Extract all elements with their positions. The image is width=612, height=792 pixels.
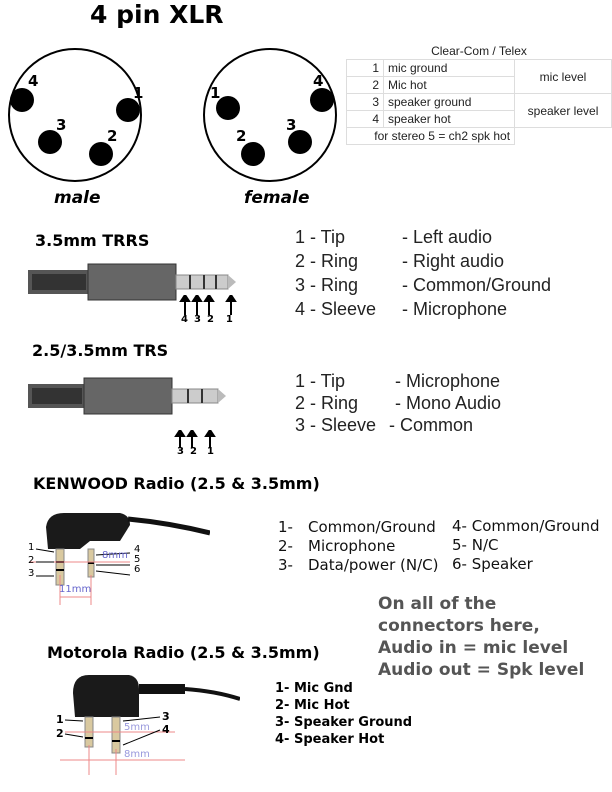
male-pin-label: 1 (133, 84, 144, 102)
trrs-arrows (179, 295, 237, 315)
pin-item: 5- N/C (452, 536, 499, 554)
male-caption: male (54, 188, 101, 208)
pin-item: 3 - Sleeve (295, 415, 377, 435)
pin-item: 2 - Ring (295, 251, 359, 271)
male-pin-label: 3 (56, 116, 67, 134)
trs-arrows (174, 430, 216, 448)
pin-function: - Right audio (402, 251, 505, 271)
table-footer: for stereo 5 = ch2 spk hot (345, 127, 516, 145)
level-group: mic level (514, 59, 612, 94)
pin-description: mic ground (382, 59, 516, 77)
female-pin-1 (216, 96, 240, 120)
motorola-title: Motorola Radio (2.5 & 3.5mm) (47, 643, 320, 662)
pin-description: speaker hot (382, 110, 516, 128)
female-pin-2 (241, 142, 265, 166)
motorola-dim-large: 8mm (124, 749, 150, 760)
motorola-dim-small: 5mm (124, 722, 150, 733)
level-group: speaker level (514, 93, 612, 128)
pin-number: 1 (346, 59, 384, 77)
pin-item: 4- Speaker Hot (275, 732, 385, 747)
pin-item: 2-Microphone (278, 537, 396, 555)
pin-function: - Mono Audio (395, 393, 502, 413)
male-pin-1 (116, 98, 140, 122)
male-pin-2 (89, 142, 113, 166)
female-pin-4 (310, 88, 334, 112)
female-pin-label: 3 (286, 116, 297, 134)
female-pin-3 (288, 130, 312, 154)
pin-function: - Left audio (402, 227, 493, 247)
pin-item: 6- Speaker (452, 555, 533, 573)
trrs-pin-list: 1 - Tip 2 - Ring 3 - Ring 4 - Sleeve (295, 225, 376, 321)
pin-description: Mic hot (382, 76, 516, 94)
trs-title: 2.5/3.5mm TRS (32, 341, 169, 360)
xlr-connectors-drawing (8, 48, 337, 182)
pin-function: - Common (389, 415, 474, 435)
pin-item: 2 - Ring (295, 393, 359, 413)
pin-item: 1 - Tip (295, 371, 346, 391)
pin-item: 4 - Sleeve (295, 299, 377, 319)
pin-item: 3-Data/power (N/C) (278, 556, 439, 574)
pin-item: 1- Mic Gnd (275, 681, 353, 696)
pin-number: 4 (346, 110, 384, 128)
pin-item: 4- Common/Ground (452, 517, 600, 535)
pin-description: speaker ground (382, 93, 516, 111)
pin-number: 2 (346, 76, 384, 94)
pin-function: - Microphone (395, 371, 501, 391)
table-header: Clear-Com / Telex (346, 43, 612, 60)
male-pin-3 (38, 130, 62, 154)
trrs-title: 3.5mm TRRS (35, 231, 150, 250)
male-pin-4 (10, 88, 34, 112)
female-pin-label: 1 (210, 84, 221, 102)
trs-jack-drawing (28, 377, 226, 415)
pin-item: 2- Mic Hot (275, 698, 350, 713)
kenwood-plug-drawing (30, 513, 210, 605)
page-title: 4 pin XLR (90, 0, 224, 29)
female-pin-label: 2 (236, 127, 247, 145)
motorola-plug-drawing (60, 675, 240, 775)
trrs-jack-drawing (28, 263, 236, 301)
kenwood-dim-small: 8mm (102, 550, 128, 561)
trs-function-list: - Microphone- Mono Audio- Common (389, 370, 502, 436)
pin-function: - Common/Ground (402, 275, 552, 295)
kenwood-dim-large: 11mm (59, 584, 92, 595)
pin-item: 1 - Tip (295, 227, 346, 247)
motorola-pin-list: 1- Mic Gnd 2- Mic Hot 3- Speaker Ground 4- … (275, 680, 412, 748)
kenwood-title: KENWOOD Radio (2.5 & 3.5mm) (33, 474, 320, 493)
female-caption: female (244, 188, 310, 208)
pin-item: 1-Common/Ground (278, 518, 436, 536)
pin-item: 3- Speaker Ground (275, 715, 413, 730)
pin-number: 3 (346, 93, 384, 111)
kenwood-pin-list-1: 1-Common/Ground 2-Microphone 3-Data/powe… (278, 518, 438, 575)
pin-function: - Microphone (402, 299, 508, 319)
male-pin-label: 4 (28, 72, 39, 90)
trrs-function-list: - Left audio - Right audio - Common/Ground… (402, 225, 551, 321)
pin-item: 3 - Ring (295, 275, 359, 295)
male-pin-label: 2 (107, 127, 118, 145)
female-pin-label: 4 (313, 72, 324, 90)
